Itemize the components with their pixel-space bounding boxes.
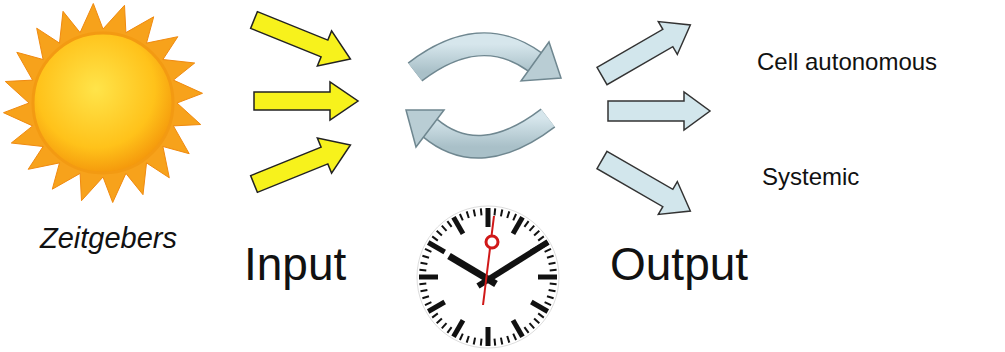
minute-tick — [425, 249, 431, 252]
stage-label: Output — [610, 238, 748, 291]
output-label: Systemic — [762, 163, 859, 191]
minute-tick — [547, 256, 554, 258]
minute-tick — [442, 226, 447, 231]
minute-tick — [501, 338, 502, 345]
minute-tick — [494, 208, 497, 215]
minute-tick — [524, 221, 528, 227]
second-hand-tip — [486, 236, 498, 248]
cycle-ribbon-outline — [415, 44, 535, 72]
minute-tick — [432, 313, 438, 317]
clock-face — [417, 206, 559, 348]
minute-tick — [474, 210, 475, 217]
minute-tick — [530, 226, 535, 231]
hour-tick — [486, 327, 491, 346]
cycle-ribbon-outline — [430, 118, 548, 147]
minute-tick — [437, 231, 442, 236]
minute-tick — [419, 269, 426, 272]
cycle-arrows — [406, 42, 561, 147]
minute-tick — [419, 283, 426, 286]
minute-tick — [460, 214, 463, 220]
cycle-ribbon — [430, 118, 548, 147]
cycle-arrowhead — [406, 110, 444, 147]
cycle-ribbon — [415, 44, 535, 72]
sun-illustration — [4, 4, 203, 203]
minute-tick — [513, 214, 516, 220]
hour-tick — [486, 208, 491, 227]
minute-tick — [480, 208, 483, 215]
minute-tick — [549, 263, 556, 264]
minute-tick — [534, 231, 539, 236]
minute-tick — [480, 339, 483, 346]
second-hand — [483, 216, 494, 305]
minute-tick — [425, 302, 431, 305]
minute-tick — [474, 338, 475, 345]
hour-tick — [454, 320, 464, 337]
zeitgeber-label: Zeitgebers — [40, 222, 177, 255]
output-label: Cell autonomous — [757, 48, 937, 76]
minute-tick — [549, 290, 556, 291]
minute-tick — [534, 319, 539, 324]
minute-tick — [550, 283, 557, 286]
minute-tick — [421, 263, 428, 264]
minute-tick — [547, 296, 554, 298]
hour-tick — [428, 243, 445, 253]
minute-tick — [507, 211, 509, 218]
minute-tick — [530, 323, 535, 328]
minute-tick — [545, 302, 551, 305]
minute-tick — [545, 249, 551, 252]
output-arrow — [593, 9, 700, 93]
minute-tick — [494, 339, 497, 346]
minute-tick — [432, 236, 438, 240]
output-arrow — [593, 144, 700, 228]
hour-tick — [538, 275, 557, 280]
minute-tick — [501, 210, 502, 217]
minute-tick — [513, 334, 516, 340]
minute-tick — [447, 221, 451, 227]
input-arrow — [254, 82, 358, 120]
hour-tick — [531, 302, 548, 312]
minute-tick — [422, 256, 429, 258]
sun-rays — [4, 4, 203, 203]
stage-label: Input — [244, 238, 346, 291]
minute-tick — [538, 236, 544, 240]
minute-tick — [550, 269, 557, 272]
minute-tick — [460, 334, 463, 340]
input-arrow — [247, 127, 358, 201]
minute-tick — [524, 327, 528, 333]
minute-tick — [467, 211, 469, 218]
output-arrow — [608, 92, 710, 130]
minute-tick — [421, 290, 428, 291]
cycle-arrowhead — [521, 42, 561, 81]
clock-illustration — [417, 206, 559, 348]
minute-tick — [507, 336, 509, 343]
minute-tick — [447, 327, 451, 333]
sun-disc — [33, 33, 173, 173]
minute-tick — [442, 323, 447, 328]
hour-tick — [419, 275, 438, 280]
hour-tick — [513, 217, 523, 234]
input-arrow — [247, 2, 358, 76]
minute-tick — [437, 319, 442, 324]
minute-tick — [467, 336, 469, 343]
minute-tick — [422, 296, 429, 298]
minute-tick — [538, 313, 544, 317]
